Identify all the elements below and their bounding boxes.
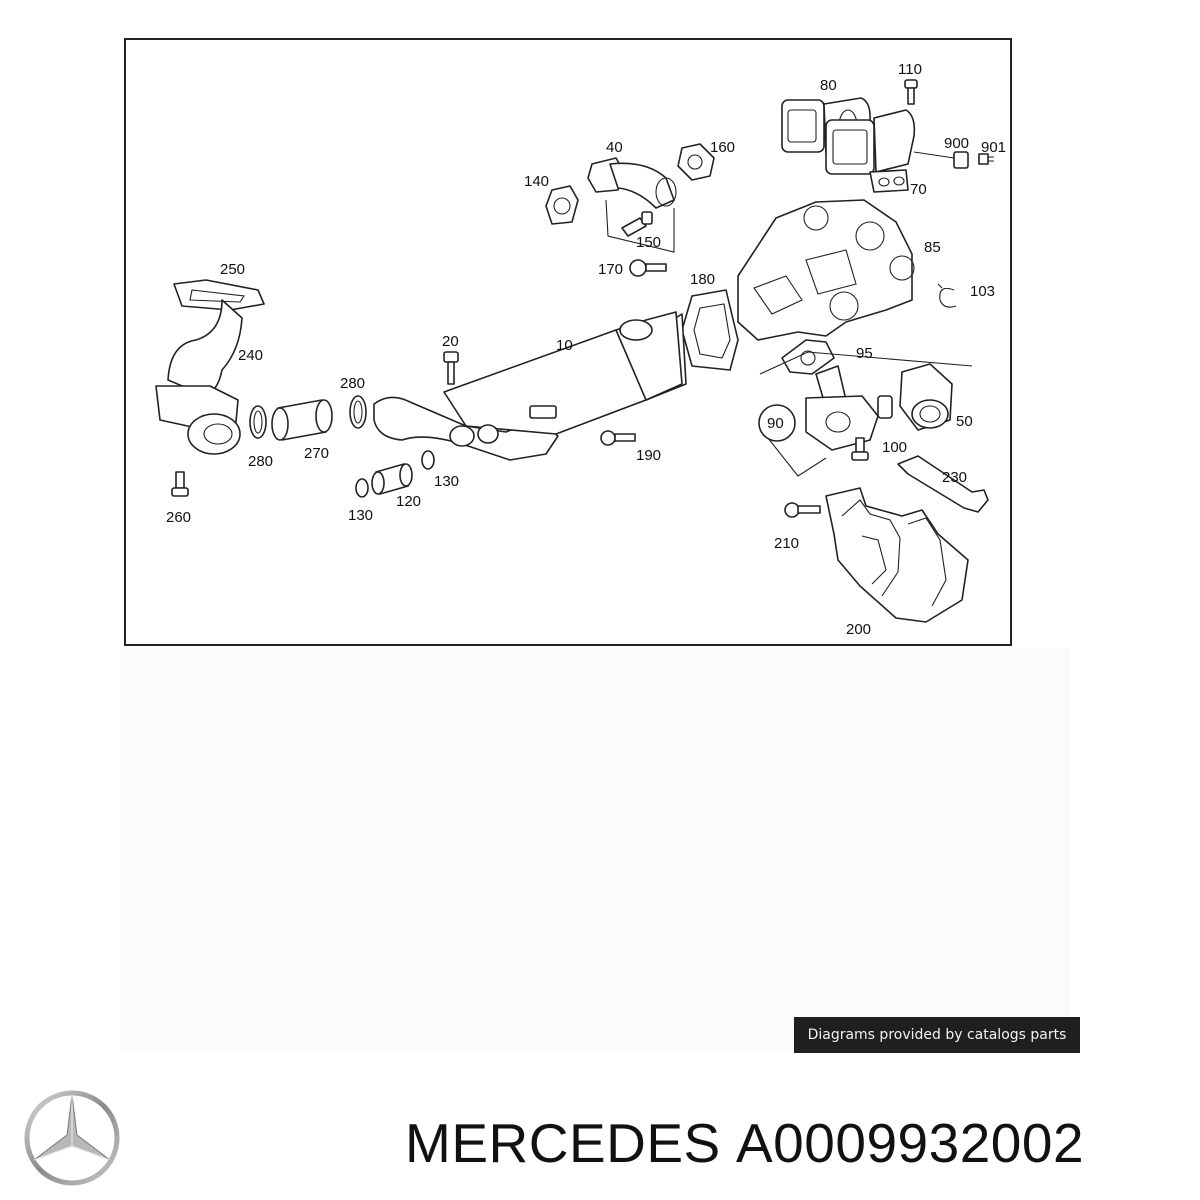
- part-210-screw: [784, 502, 821, 518]
- callout-901: 901: [981, 139, 1006, 156]
- callout-130-right: 130: [434, 473, 459, 490]
- callout-160: 160: [710, 139, 735, 156]
- part-900-connector: [913, 151, 969, 169]
- callout-180: 180: [690, 271, 715, 288]
- callout-250: 250: [220, 261, 245, 278]
- part-20-bolt: [443, 351, 459, 385]
- callout-85: 85: [924, 239, 941, 256]
- part-180-gasket: [681, 289, 739, 371]
- exploded-view-drawing: 110 80 900 901 70 40 160 140 150 170 85 …: [155, 61, 1006, 638]
- callout-40: 40: [606, 139, 623, 156]
- part-130-ring-right: [421, 450, 435, 470]
- callout-190: 190: [636, 447, 661, 464]
- part-103-clamp: [937, 283, 957, 308]
- diagram-background: [120, 648, 1070, 1053]
- leader-40-group: [605, 199, 675, 253]
- callout-90: 90: [767, 415, 784, 432]
- callout-90-circle: [758, 404, 796, 442]
- callout-230: 230: [942, 469, 967, 486]
- callout-210: 210: [774, 535, 799, 552]
- part-100-screw: [851, 437, 869, 461]
- callout-130-left: 130: [348, 507, 373, 524]
- part-85-manifold: [737, 199, 915, 341]
- part-150-screw: [621, 211, 653, 237]
- brand-name: MERCEDES: [405, 1112, 721, 1174]
- callout-95: 95: [856, 345, 873, 362]
- callout-280-bottom: 280: [248, 453, 273, 470]
- diagram-credit-banner: Diagrams provided by catalogs parts: [794, 1017, 1080, 1053]
- part-270-tube: [271, 399, 333, 441]
- callout-120: 120: [396, 493, 421, 510]
- part-190-bolt: [600, 430, 636, 446]
- callout-260: 260: [166, 509, 191, 526]
- callout-20: 20: [442, 333, 459, 350]
- part-90-egr-valve: [805, 365, 893, 451]
- part-240-pipe: [155, 299, 243, 455]
- part-250-gasket: [173, 279, 265, 311]
- callout-270: 270: [304, 445, 329, 462]
- part-901-pin: [978, 153, 994, 165]
- part-160-gasket: [677, 143, 715, 181]
- callout-10: 10: [556, 337, 573, 354]
- part-230-bracket: [897, 455, 989, 513]
- callout-280-top: 280: [340, 375, 365, 392]
- callout-150: 150: [636, 234, 661, 251]
- part-40-pipe: [587, 157, 677, 209]
- part-70-flap-housing: [825, 109, 916, 193]
- callout-70: 70: [910, 181, 927, 198]
- callout-labels: 110 80 900 901 70 40 160 140 150 170 85 …: [166, 61, 1006, 638]
- part-170-screw: [629, 259, 667, 277]
- part-120-tube: [371, 463, 413, 495]
- callout-50: 50: [956, 413, 973, 430]
- part-280-ring-left: [249, 405, 267, 439]
- callout-240: 240: [238, 347, 263, 364]
- callout-900: 900: [944, 135, 969, 152]
- callout-110: 110: [898, 61, 922, 78]
- part-280-ring-right: [349, 395, 367, 429]
- callout-80: 80: [820, 77, 837, 94]
- callout-200: 200: [846, 621, 871, 638]
- part-130-ring-left: [355, 478, 369, 498]
- callout-100: 100: [882, 439, 907, 456]
- callout-103: 103: [970, 283, 995, 300]
- part-200-heat-shield: [825, 487, 969, 623]
- part-260-bolt: [171, 471, 189, 497]
- part-number: A0009932002: [736, 1112, 1085, 1174]
- part-50-flange: [899, 363, 953, 431]
- parts-diagram: 110 80 900 901 70 40 160 140 150 170 85 …: [124, 38, 1012, 646]
- part-10-egr-cooler: [373, 311, 687, 461]
- callout-140: 140: [524, 173, 549, 190]
- leader-90-group: [759, 351, 973, 477]
- mercedes-star-icon: [24, 1090, 120, 1186]
- callout-170: 170: [598, 261, 623, 278]
- part-140-gasket: [545, 185, 579, 225]
- product-title: MERCEDES A0009932002: [405, 1103, 1190, 1183]
- part-95-gasket: [781, 339, 835, 375]
- part-110-screw: [904, 79, 918, 105]
